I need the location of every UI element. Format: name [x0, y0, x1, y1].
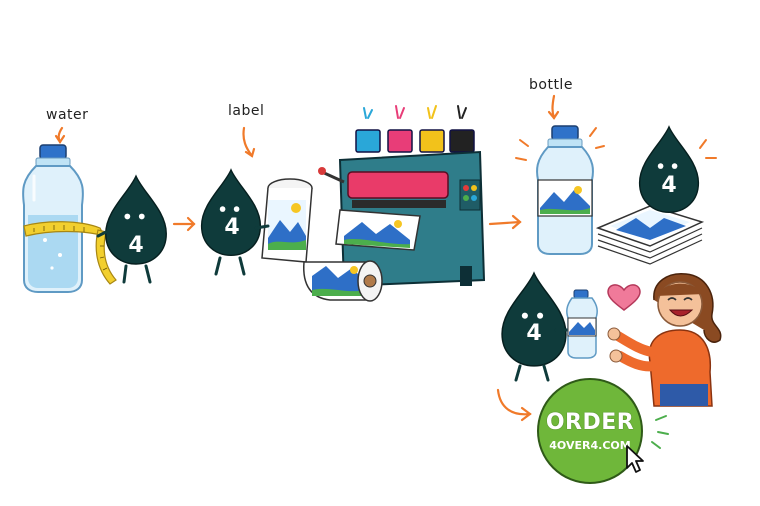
- ink-buckets: [355, 105, 475, 153]
- order-sparkles: [651, 415, 669, 449]
- water-bottle: [22, 144, 84, 293]
- label-roll: [261, 178, 313, 263]
- water-label: water: [46, 107, 89, 123]
- label-stack: [595, 205, 705, 265]
- mascot-with-label: [200, 169, 262, 276]
- heart-icon: [607, 284, 641, 311]
- mascot-number-4: 4: [526, 321, 541, 346]
- labeled-bottle: [536, 125, 594, 255]
- order-button[interactable]: ORDER 4OVER4.COM: [537, 378, 643, 484]
- order-url: 4OVER4.COM: [549, 438, 631, 452]
- mascot-measuring: [96, 175, 167, 284]
- bottle-label: bottle: [529, 77, 573, 93]
- measuring-tape: [23, 221, 117, 285]
- mascot-number-2: 4: [224, 215, 239, 240]
- bottle-sparkles: [515, 127, 717, 161]
- mascot-number-1: 4: [128, 233, 143, 258]
- mascot-number-3: 4: [661, 173, 676, 198]
- printed-label-roll: [303, 260, 383, 302]
- order-title: ORDER: [545, 409, 635, 435]
- pointer-cursor-icon: [626, 445, 644, 473]
- printed-label-sheet: [335, 209, 421, 251]
- customer-person: [607, 273, 722, 407]
- annotation-arrows: [54, 94, 560, 422]
- small-bottle: [566, 289, 598, 359]
- mascot-with-stack: [638, 126, 700, 214]
- label-label: label: [228, 103, 265, 119]
